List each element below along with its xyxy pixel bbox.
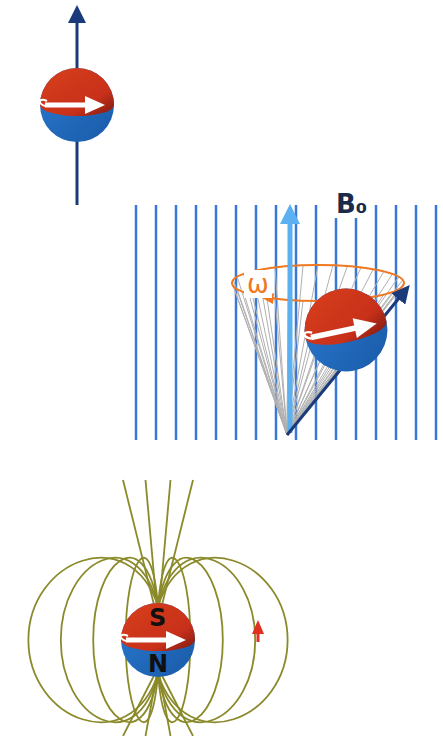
proton-sphere <box>297 281 395 379</box>
field-label: B₀ <box>333 190 370 218</box>
proton-sphere <box>121 603 195 677</box>
dipole-field-lines <box>28 480 287 736</box>
pole-label: N <box>148 652 168 676</box>
small-arrow <box>252 620 264 634</box>
precession-orbit <box>232 265 404 301</box>
frequency-label: ω <box>244 270 272 298</box>
precession-cone <box>232 265 404 435</box>
field-lines <box>136 205 436 440</box>
pole-label: S <box>149 606 166 630</box>
proton-sphere <box>40 68 114 142</box>
small-arrow <box>257 632 260 642</box>
field-arrow <box>288 214 293 433</box>
